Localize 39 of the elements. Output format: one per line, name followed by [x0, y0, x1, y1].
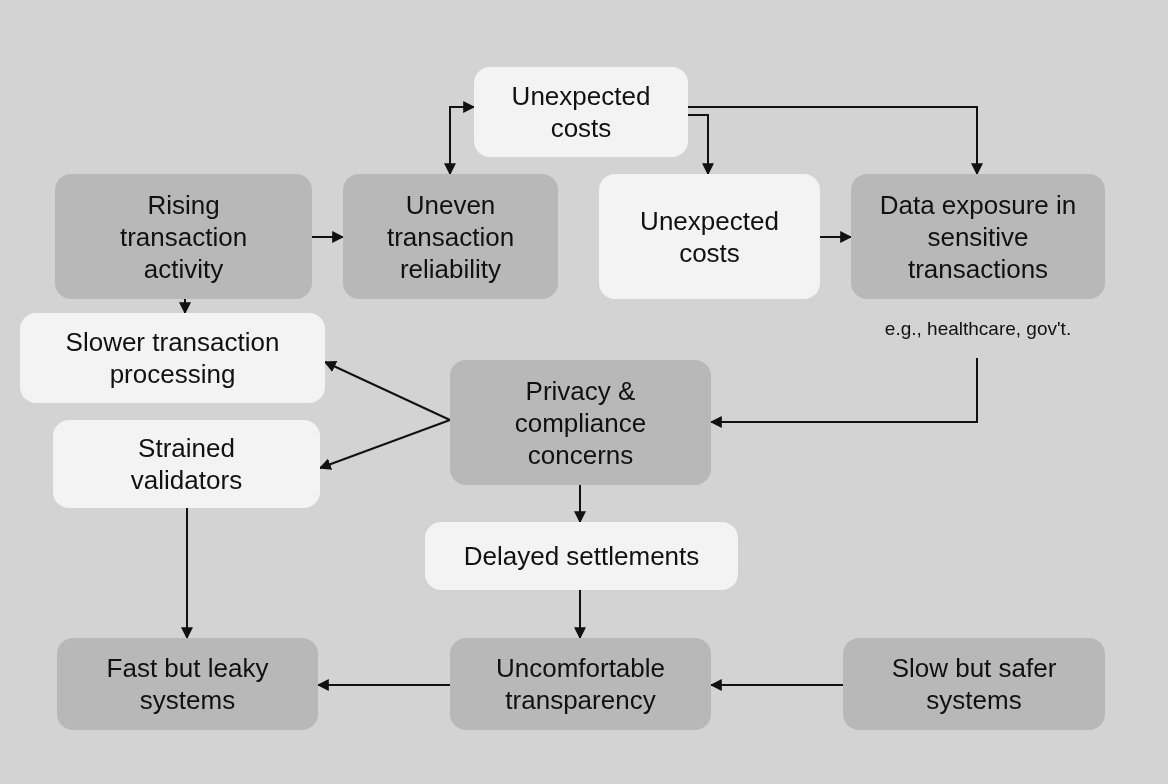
arrow — [444, 101, 476, 176]
arrow — [316, 679, 451, 691]
process-box — [55, 174, 312, 299]
arrow — [709, 679, 844, 691]
arrow — [318, 419, 451, 470]
arrow — [819, 231, 853, 243]
box-label: Strained validators — [129, 432, 244, 496]
box-label: Uneven transaction reliability — [385, 188, 516, 285]
process-box — [474, 67, 688, 157]
process-box — [450, 360, 711, 485]
box-label: Slow but safer systems — [890, 652, 1058, 716]
arrow — [709, 357, 978, 428]
arrow — [323, 361, 451, 421]
process-box — [343, 174, 558, 299]
box-label: Uncomfortable transparency — [494, 652, 667, 716]
arrow — [687, 114, 714, 176]
arrow — [311, 231, 345, 243]
process-box — [20, 313, 325, 403]
box-label: Slower transaction processing — [64, 326, 281, 390]
process-box — [53, 420, 320, 508]
box-label: Delayed settlements — [463, 540, 700, 572]
box-label: Unexpected costs — [639, 204, 780, 269]
box-label: Data exposure in sensitive transactions — [878, 188, 1078, 285]
arrow — [687, 106, 983, 176]
box-label: Privacy & compliance concerns — [513, 374, 648, 471]
box-label: Rising transaction activity — [118, 188, 249, 285]
process-box — [425, 522, 738, 590]
arrow — [179, 298, 191, 315]
process-box — [57, 638, 318, 730]
arrow — [574, 484, 586, 524]
process-box — [599, 174, 820, 299]
box-label: Unexpected costs — [510, 80, 652, 144]
process-box — [450, 638, 711, 730]
process-box — [851, 174, 1105, 299]
node-caption: e.g., healthcare, gov't. — [884, 317, 1072, 341]
box-label: Fast but leaky systems — [105, 652, 270, 716]
process-box — [843, 638, 1105, 730]
arrow — [574, 589, 586, 640]
arrow — [181, 507, 193, 640]
